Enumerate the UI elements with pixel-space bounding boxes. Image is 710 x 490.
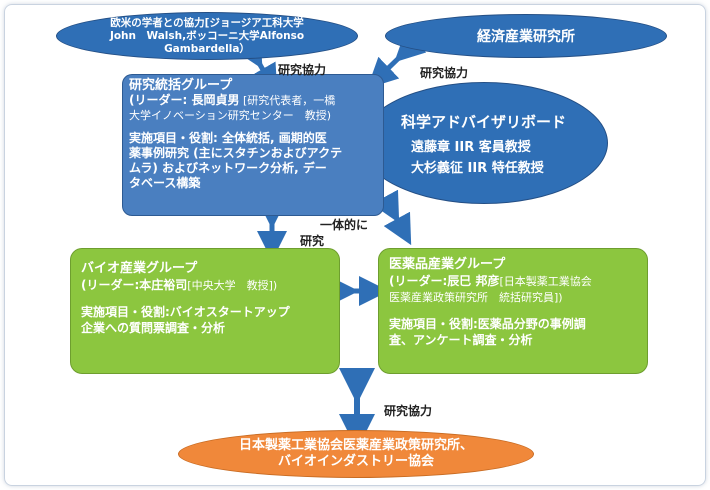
- bio-group-leader: (リーダー:本庄裕司[中央大学 教授]): [81, 277, 329, 294]
- bio-group-leader-detail: [中央大学 教授]): [187, 279, 278, 292]
- unified-label-line2: 研究: [300, 234, 325, 248]
- research-group-leader-prefix: (リーダー: 長岡貞男: [129, 93, 240, 107]
- research-group-node: 研究統括グループ (リーダー: 長岡貞男 [研究代表者，一橋 大学イノベーション…: [122, 74, 384, 216]
- collab-right-label: 研究協力: [420, 66, 469, 80]
- arrow-meti-research: [367, 30, 427, 89]
- foreign-scholars-line2: John Walsh,ボッコーニ大学Alfonso: [109, 29, 305, 42]
- diagram-frame: [4, 4, 706, 486]
- jpma-node: 日本製薬工業協会医薬産業政策研究所、 バイオインダストリー協会: [178, 430, 534, 478]
- research-group-title: 研究統括グループ: [129, 78, 233, 93]
- research-group-leader-detail2: 大学イノベーション研究センター 教授): [129, 109, 332, 122]
- advisory-board-member1: 遠藤章 IIR 客員教授: [411, 139, 531, 155]
- research-group-tasks4: タベース構築: [129, 176, 201, 190]
- advisory-board-member2: 大杉義征 IIR 特任教授: [411, 160, 544, 176]
- bio-group-node: バイオ産業グループ (リーダー:本庄裕司[中央大学 教授]) 実施項目・役割:バ…: [70, 248, 340, 374]
- unified-label-line1: 一体的に: [320, 218, 369, 232]
- research-group-leader: (リーダー: 長岡貞男 [研究代表者，一橋: [129, 93, 377, 108]
- foreign-scholars-line1: 欧米の学者との協力[ジョージア工科大学: [110, 16, 304, 29]
- pharma-group-node: 医薬品産業グループ (リーダー:辰巳 邦彦[日本製薬工業協会 医薬産業政策研究所…: [378, 248, 648, 374]
- bio-group-title: バイオ産業グループ: [81, 261, 198, 276]
- meti-institute-title: 経済産業研究所: [477, 29, 575, 45]
- collab-left-label: 研究協力: [278, 63, 327, 77]
- research-group-tasks1: 実施項目・役割: 全体統括, 画期的医: [129, 131, 327, 145]
- collab-bottom-label: 研究協力: [384, 404, 433, 418]
- research-group-leader-detail1: [研究代表者，一橋: [239, 94, 336, 107]
- foreign-scholars-node: 欧米の学者との協力[ジョージア工科大学 John Walsh,ボッコーニ大学Al…: [56, 12, 358, 60]
- jpma-line1: 日本製薬工業協会医薬産業政策研究所、: [238, 438, 473, 453]
- research-group-tasks2: 薬事例研究 (主にスタチンおよびアクテ: [129, 146, 343, 160]
- pharma-group-leader-detail1: [日本製薬工業協会: [499, 275, 592, 288]
- advisory-board-node: 科学アドバイザリボード 遠藤章 IIR 客員教授 大杉義征 IIR 特任教授: [360, 82, 608, 204]
- bio-group-leader-prefix: (リーダー:本庄裕司: [81, 278, 188, 292]
- pharma-group-leader-detail2: 医薬産業政策研究所 統括研究員]): [389, 291, 563, 304]
- pharma-group-tasks2: 査、アンケート調査・分析: [389, 333, 533, 347]
- jpma-line2: バイオインダストリー協会: [277, 454, 434, 469]
- arrow-research-pharma: [371, 189, 412, 246]
- bio-group-tasks2: 企業への質問票調査・分析: [81, 321, 226, 335]
- pharma-group-tasks1: 実施項目・役割:医薬品分野の事例調: [389, 317, 586, 331]
- bio-group-tasks1: 実施項目・役割:バイオスタートアップ: [81, 305, 290, 319]
- pharma-group-leader-prefix: (リーダー:辰巳 邦彦: [389, 274, 500, 288]
- foreign-scholars-line3: Gambardella）: [164, 42, 250, 55]
- research-group-tasks3: ムラ) およびネットワーク分析, デー: [129, 161, 327, 175]
- advisory-board-title: 科学アドバイザリボード: [401, 112, 567, 131]
- pharma-group-leader: (リーダー:辰巳 邦彦[日本製薬工業協会: [389, 273, 637, 290]
- meti-institute-node: 経済産業研究所: [385, 14, 667, 58]
- pharma-group-title: 医薬品産業グループ: [389, 257, 506, 272]
